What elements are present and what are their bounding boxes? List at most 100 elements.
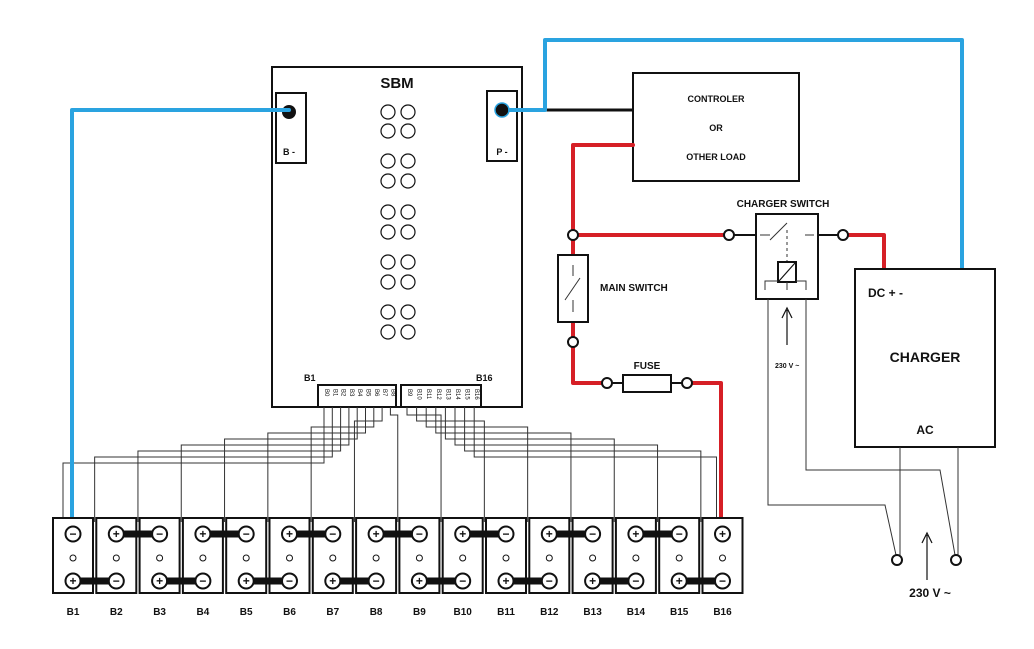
terminal-sign: − <box>373 574 380 588</box>
positive-terminal-icon <box>714 525 731 543</box>
terminal-sign: − <box>719 574 726 588</box>
b-minus-terminal: B - <box>275 92 307 164</box>
terminal-sign: + <box>589 574 596 588</box>
led-indicator-icon <box>400 254 416 270</box>
cell-label: B16 <box>713 607 732 618</box>
battery-cell: −+B15 <box>658 517 701 618</box>
led-indicator-icon <box>380 274 396 290</box>
sbm-title: SBM <box>380 75 413 92</box>
balance-first-label: B1 <box>304 373 316 383</box>
terminal-sign: − <box>286 574 293 588</box>
terminal-sign: + <box>199 527 206 541</box>
cell-label: B13 <box>583 607 602 618</box>
balance-pin-label: B11 <box>425 389 431 400</box>
main-switch-to-fuse-wire <box>571 345 604 385</box>
load-positive-wire <box>571 143 635 237</box>
terminal-sign: + <box>502 574 509 588</box>
terminal-sign: − <box>589 527 596 541</box>
balance-pin-label: B12 <box>435 389 441 400</box>
balance-wire <box>464 407 702 522</box>
fuse-to-battery-wire <box>690 381 723 522</box>
led-indicator-icon <box>380 224 396 240</box>
terminal-sign: − <box>676 527 683 541</box>
balance-pin-label: B15 <box>464 389 470 400</box>
negative-terminal-icon <box>64 525 82 543</box>
terminal-sign: + <box>459 527 466 541</box>
cell-label: B6 <box>283 607 296 618</box>
main-switch[interactable]: MAIN SWITCH <box>557 229 668 348</box>
terminal-sign: + <box>416 574 423 588</box>
balance-pin-label: B4 <box>356 389 362 397</box>
led-indicator-icon <box>400 123 416 139</box>
controller-line3: OTHER LOAD <box>686 152 746 162</box>
b-minus-label: B - <box>283 147 295 157</box>
terminal-sign: + <box>373 527 380 541</box>
terminal-sign: + <box>113 527 120 541</box>
terminal-sign: − <box>329 527 336 541</box>
charger-switch-label: CHARGER SWITCH <box>737 199 830 210</box>
battery-cell: −+B1 <box>52 517 94 618</box>
balance-wire <box>425 407 529 522</box>
balance-wire <box>353 407 383 522</box>
led-indicator-icon <box>380 204 396 220</box>
charger-negative-wire <box>508 38 964 292</box>
balance-wire <box>310 407 375 522</box>
led-indicator-icon <box>400 204 416 220</box>
terminal-sign: − <box>156 527 163 541</box>
cell-label: B5 <box>240 607 253 618</box>
cell-label: B2 <box>110 607 123 618</box>
charger-switch[interactable]: CHARGER SWITCH 230 V ~ <box>723 199 956 556</box>
battery-cell: −+B9 <box>398 517 441 618</box>
cell-label: B7 <box>326 607 339 618</box>
mains-terminal-left <box>891 554 903 566</box>
balance-pin-label: B7 <box>381 389 387 397</box>
balance-wire <box>416 407 485 522</box>
led-indicator-icon <box>400 304 416 320</box>
mains-label: 230 V ~ <box>909 586 951 600</box>
battery-cell: + − B16 <box>701 517 744 618</box>
terminal-sign: − <box>113 574 120 588</box>
balance-wire <box>62 407 325 522</box>
led-indicator-icon <box>400 224 416 240</box>
terminal-sign: + <box>632 527 639 541</box>
terminal-sign: + <box>329 574 336 588</box>
p-minus-terminal: P - <box>486 90 518 162</box>
battery-cell: +−B10 <box>441 517 484 618</box>
charger-ac-label: AC <box>916 423 934 437</box>
terminal-sign: − <box>546 574 553 588</box>
led-indicator-icon <box>380 173 396 189</box>
terminal-sign: − <box>199 574 206 588</box>
terminal-sign: + <box>719 527 726 541</box>
balance-pin-label: B2 <box>340 389 346 397</box>
charger-name: CHARGER <box>890 349 961 365</box>
cell-label: B15 <box>670 607 689 618</box>
led-indicator-icon <box>400 274 416 290</box>
led-indicator-icon <box>380 104 396 120</box>
led-indicator-icon <box>400 173 416 189</box>
balance-wire <box>389 407 399 522</box>
balance-pin-label: B10 <box>416 389 422 400</box>
balance-pin-label: B3 <box>348 389 354 397</box>
cell-label: B9 <box>413 607 426 618</box>
balance-pin-label: B6 <box>373 389 379 397</box>
coil-voltage-label: 230 V ~ <box>775 363 799 370</box>
cell-label: B12 <box>540 607 559 618</box>
led-indicator-grid <box>380 104 416 340</box>
balance-wires <box>62 407 717 522</box>
led-indicator-icon <box>380 304 396 320</box>
balance-wire <box>180 407 350 522</box>
led-indicator-icon <box>400 104 416 120</box>
terminal-sign: − <box>69 527 76 541</box>
mains-input: 230 V ~ <box>891 531 962 600</box>
cell-label: B11 <box>497 607 515 618</box>
balance-pin-label: B9 <box>406 389 412 397</box>
balance-pin-label: B1 <box>331 389 337 397</box>
balance-pin-label: B8 <box>389 389 395 397</box>
terminal-sign: + <box>156 574 163 588</box>
balance-wire <box>444 407 615 522</box>
p-minus-label: P - <box>496 147 507 157</box>
terminal-sign: − <box>502 527 509 541</box>
